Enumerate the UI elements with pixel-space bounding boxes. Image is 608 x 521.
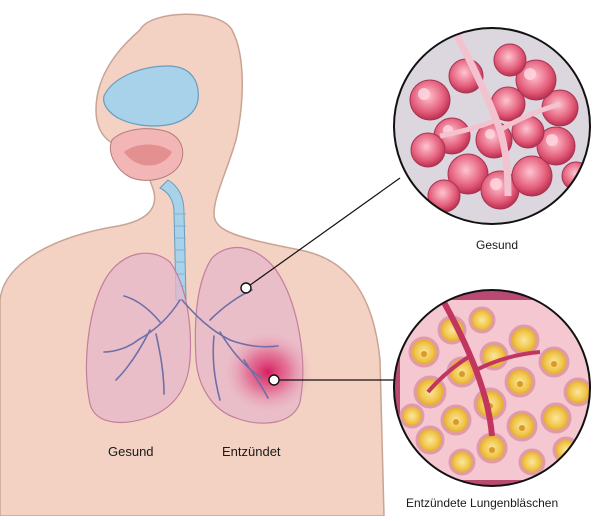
healthy-alveoli-inset bbox=[390, 26, 600, 226]
inflamed-alveoli-inset bbox=[390, 288, 600, 488]
left-lung-label: Gesund bbox=[108, 444, 154, 459]
healthy-alveoli-label: Gesund bbox=[476, 238, 518, 252]
inflamed-alveoli-label: Entzündete Lungenbläschen bbox=[406, 496, 558, 510]
marker-healthy bbox=[241, 283, 251, 293]
marker-inflamed bbox=[269, 375, 279, 385]
right-lung-label: Entzündet bbox=[222, 444, 281, 459]
